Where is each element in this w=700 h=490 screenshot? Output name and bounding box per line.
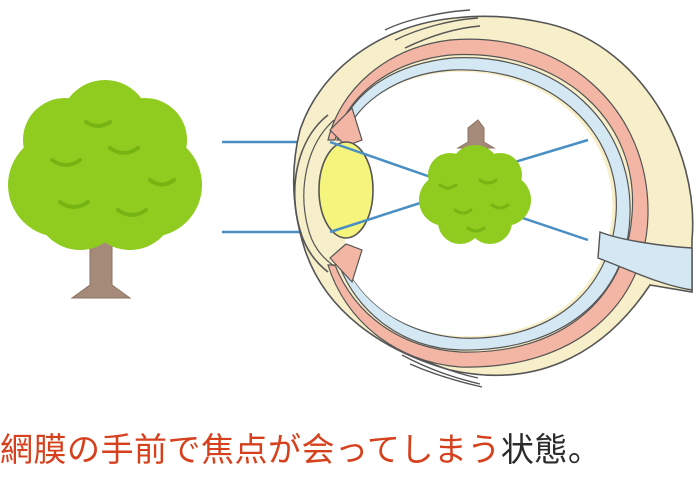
caption-tail: 状態。 [500, 430, 602, 469]
refracted-ray-upper-out [504, 138, 589, 167]
refracted-ray-upper-in [329, 140, 446, 184]
cornea-inner [303, 119, 335, 267]
myopia-diagram [8, 9, 694, 388]
caption-highlight: 網膜の手前で焦点が会ってしまう [0, 430, 501, 469]
refracted-light-rays [329, 138, 589, 242]
iris [329, 106, 363, 284]
tree-icon [8, 80, 202, 299]
optic-nerve [597, 230, 693, 291]
upper-eyelid-lines [384, 9, 481, 49]
cornea [294, 114, 329, 273]
crystalline-lens [318, 141, 374, 239]
tree-foliage-shading [50, 120, 176, 217]
caption: 網膜の手前で焦点が会ってしまう状態。 [0, 428, 700, 472]
blurred-tree-image-icon [419, 119, 531, 244]
image-foliage-shading [438, 178, 510, 233]
tree-foliage [8, 80, 202, 250]
image-trunk [456, 119, 496, 149]
